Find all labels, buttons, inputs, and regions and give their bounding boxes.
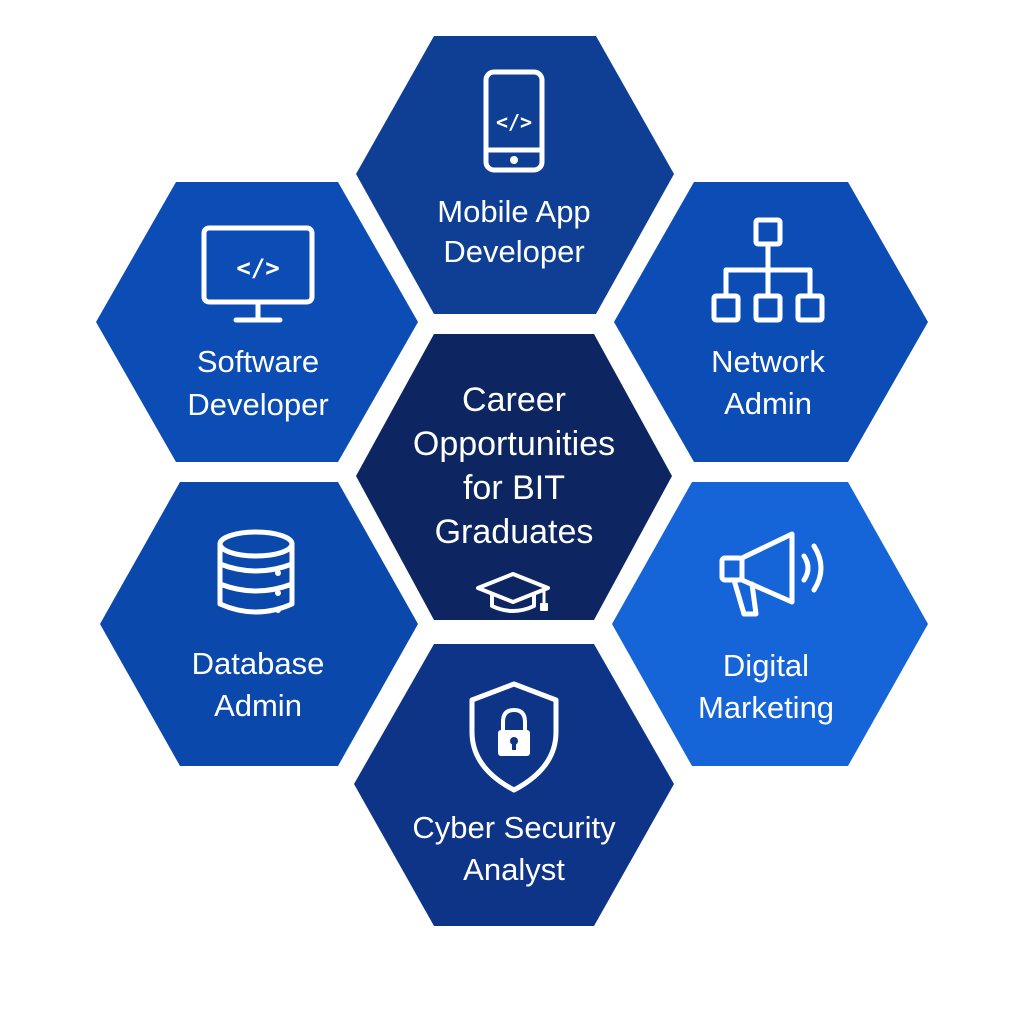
hexagon-label-line-1: Network	[711, 344, 825, 379]
center-title-line-1: Career	[462, 381, 566, 419]
hexagon-label-line-1: Database	[192, 646, 325, 681]
hexagon-label-line-2: Developer	[443, 234, 584, 269]
hexagon-shape	[100, 482, 418, 766]
megaphone-icon	[719, 531, 824, 617]
center-hexagon-shape	[356, 334, 672, 620]
center-title-line-4: Graduates	[435, 513, 594, 551]
hexagon-shape	[354, 644, 674, 926]
hexagon-database-admin: Database Admin	[100, 482, 418, 766]
hexagon-label-line-2: Developer	[187, 387, 328, 422]
hexagon-label-line-2: Admin	[214, 688, 302, 723]
hexagon-shape	[612, 482, 928, 766]
hexagon-label-line-1: Cyber Security	[412, 810, 616, 845]
hexagon-digital-marketing: Digital Marketing	[612, 482, 928, 766]
hexagon-mobile-app-developer: </> Mobile App Developer	[356, 36, 674, 314]
monitor-code-icon: </>	[201, 225, 315, 323]
hexagon-label-line-1: Software	[197, 344, 319, 379]
hexagon-label-line-1: Digital	[723, 648, 809, 683]
hexagon-cyber-security-analyst: Cyber Security Analyst	[354, 644, 674, 926]
code-symbol: </>	[236, 254, 279, 282]
hexagon-software-developer: </> Software Developer	[96, 182, 418, 462]
database-icon	[217, 529, 295, 615]
center-hexagon: Career Opportunities for BIT Graduates	[356, 334, 672, 620]
hexagon-label-line-2: Analyst	[463, 852, 565, 887]
mobile-code-icon: </>	[483, 69, 545, 173]
center-title-line-2: Opportunities	[413, 425, 615, 463]
hexagon-label-line-2: Marketing	[698, 690, 834, 725]
hexagon-network-admin: Network Admin	[614, 182, 928, 462]
code-symbol: </>	[496, 110, 532, 134]
graduation-cap-icon	[476, 572, 550, 613]
hexagon-shape	[356, 36, 674, 314]
hexagon-label-line-1: Mobile App	[437, 194, 590, 229]
hexagon-label-line-2: Admin	[724, 386, 812, 421]
network-hierarchy-icon	[711, 217, 825, 323]
shield-lock-icon	[469, 681, 559, 793]
center-title-line-3: for BIT	[463, 469, 565, 507]
